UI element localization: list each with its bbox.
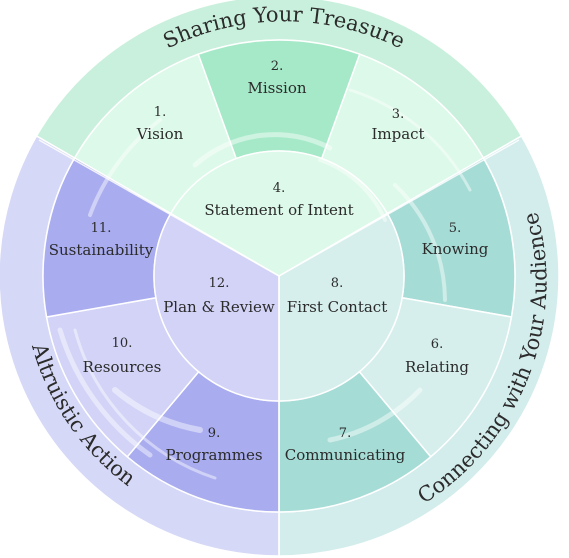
segment-label-statement-of-intent: Statement of Intent xyxy=(204,201,353,219)
segment-statement-of-intent xyxy=(169,150,389,277)
segment-plan-review xyxy=(153,212,280,402)
segment-labels: 1. Vision 2. Mission 3. Impact 4. Statem… xyxy=(49,59,489,464)
segment-label-programmes: Programmes xyxy=(165,446,262,464)
segment-label-impact: Impact xyxy=(371,125,424,143)
segment-label-mission: Mission xyxy=(247,79,306,97)
segment-num-5: 5. xyxy=(449,221,461,236)
segment-num-4: 4. xyxy=(273,181,285,196)
segment-label-plan-review: Plan & Review xyxy=(163,298,275,316)
segment-label-communicating: Communicating xyxy=(285,446,406,464)
segment-num-6: 6. xyxy=(431,337,443,352)
segment-num-11: 11. xyxy=(91,221,112,236)
segment-num-2: 2. xyxy=(271,59,283,74)
decorative-arcs xyxy=(57,88,472,480)
segment-num-1: 1. xyxy=(154,105,166,120)
segment-label-knowing: Knowing xyxy=(422,240,489,258)
segment-label-relating: Relating xyxy=(405,358,469,376)
segment-num-3: 3. xyxy=(392,107,404,122)
segment-num-7: 7. xyxy=(339,426,351,441)
segment-label-resources: Resources xyxy=(83,358,162,376)
segment-num-9: 9. xyxy=(208,426,220,441)
segment-label-first-contact: First Contact xyxy=(287,298,387,316)
segment-num-12: 12. xyxy=(209,276,230,291)
segment-first-contact xyxy=(278,212,405,402)
segment-label-sustainability: Sustainability xyxy=(49,241,154,259)
separator-lines xyxy=(38,139,520,556)
segment-label-vision: Vision xyxy=(136,125,184,143)
segment-num-8: 8. xyxy=(331,276,343,291)
segment-num-10: 10. xyxy=(112,336,133,351)
